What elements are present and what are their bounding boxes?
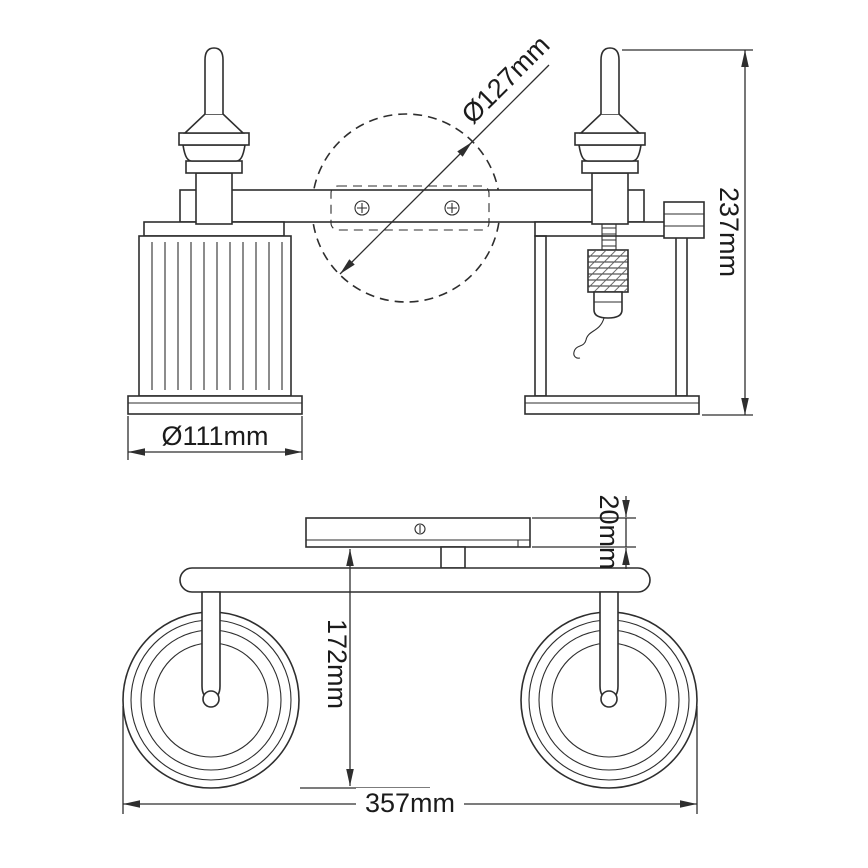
lamp-left-flutes (151, 242, 283, 390)
lamp-left (127, 47, 303, 415)
lamp-left-shade (127, 221, 303, 415)
mounting-bar (179, 189, 645, 223)
screw-left (354, 200, 370, 216)
shade-left-plan (122, 591, 300, 789)
dim-label-projection: 172mm (322, 619, 352, 709)
lamp-right-wire (573, 317, 605, 359)
dim-label-overall-width: 357mm (365, 788, 455, 818)
mounting-bracket (330, 185, 490, 231)
lamp-right-shade-section (524, 221, 700, 415)
dim-label-backing (356, 788, 464, 816)
screw-right (444, 200, 460, 216)
front-view: Ø127mm (127, 30, 753, 460)
dim-shade-diameter: Ø111mm (127, 416, 303, 460)
stem-left (201, 591, 221, 699)
dim-overall-width: 357mm (122, 706, 698, 818)
lamp-left-candle (178, 47, 250, 225)
dim-backplate-diameter: Ø127mm (339, 30, 556, 275)
mounting-bar-plan (179, 567, 651, 593)
bar-connector (440, 546, 466, 569)
bottom-view: 20mm 172mm 357mm (122, 494, 698, 818)
stem-right (599, 591, 619, 699)
lamp-right-socket (573, 224, 629, 359)
lamp-right-collar (663, 201, 705, 239)
lamp-right-candle (574, 47, 646, 225)
dim-label-shade-diameter: Ø111mm (161, 421, 268, 451)
backplate-screw (414, 523, 426, 535)
dim-label-backplate-diameter: Ø127mm (456, 30, 556, 130)
dim-label-overall-height: 237mm (714, 187, 744, 277)
dim-backplate-depth: 20mm (532, 494, 636, 570)
backplate (305, 517, 531, 548)
dim-label-backplate-depth: 20mm (594, 494, 624, 569)
shade-right-plan (520, 591, 698, 789)
dim-overall-height: 237mm (622, 49, 753, 416)
lamp-right (524, 47, 705, 415)
